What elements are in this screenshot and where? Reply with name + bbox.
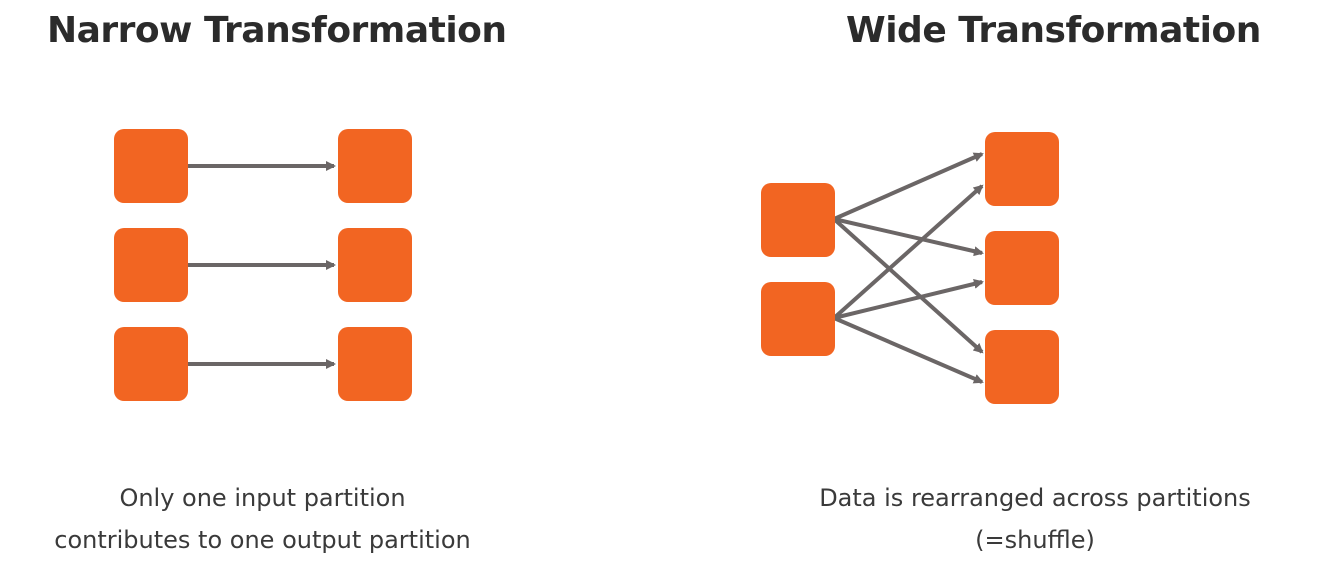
narrow-output-partition-2 — [338, 228, 412, 302]
wide-diagram — [761, 132, 1059, 404]
wide-arrow-in1-out2 — [833, 217, 984, 257]
narrow-caption-line-2: contributes to one output partition — [54, 526, 471, 554]
narrow-input-partition-2 — [114, 228, 188, 302]
narrow-transformation-caption: Only one input partition contributes to … — [0, 477, 525, 561]
wide-transformation-title: Wide Transformation — [846, 10, 1261, 51]
wide-input-partition-1 — [761, 183, 835, 257]
narrow-input-partition-1 — [114, 129, 188, 203]
narrow-input-partition-3 — [114, 327, 188, 401]
wide-caption-line-1: Data is rearranged across partitions — [819, 484, 1251, 512]
narrow-output-partition-3 — [338, 327, 412, 401]
wide-output-partition-1 — [985, 132, 1059, 206]
wide-input-partition-2 — [761, 282, 835, 356]
narrow-diagram — [114, 129, 412, 401]
wide-output-partition-2 — [985, 231, 1059, 305]
wide-arrow-in2-out3 — [833, 316, 984, 384]
wide-arrow-in1-out3 — [832, 217, 984, 354]
wide-transformation-caption: Data is rearranged across partitions (=s… — [760, 477, 1310, 561]
wide-output-partition-3 — [985, 330, 1059, 404]
narrow-caption-line-1: Only one input partition — [119, 484, 406, 512]
narrow-transformation-title: Narrow Transformation — [47, 10, 507, 51]
wide-arrow-in1-out1 — [833, 152, 984, 221]
wide-arrow-in2-out1 — [832, 184, 984, 320]
wide-caption-line-2: (=shuffle) — [975, 526, 1095, 554]
wide-arrow-in2-out2 — [833, 279, 984, 320]
narrow-output-partition-1 — [338, 129, 412, 203]
